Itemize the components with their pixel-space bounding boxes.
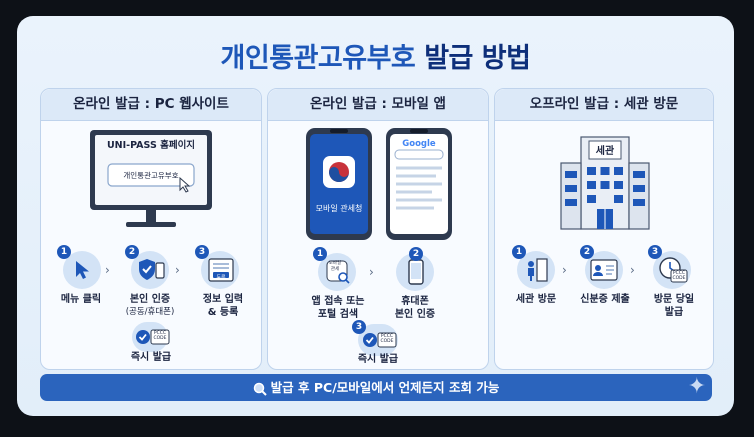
step2-sublabel: (공동/휴대폰) — [125, 307, 175, 317]
step1-label-line1: 앱 접속 또는 — [311, 296, 365, 307]
arrow-right-icon: › — [630, 263, 635, 277]
step1-label: 세관 방문 — [515, 294, 557, 305]
step3-number: 3 — [195, 245, 209, 259]
search-icon — [253, 382, 267, 396]
panel-mobile-heading: 온라인 발급 : 모바일 앱 — [268, 89, 488, 121]
panel-offline-heading: 오프라인 발급 : 세관 방문 — [495, 89, 713, 121]
step2-number: 2 — [409, 247, 423, 261]
shield-phone-icon — [139, 259, 165, 280]
app-icon-line1: 모바일 — [328, 261, 342, 266]
panel-pc-heading: 온라인 발급 : PC 웹사이트 — [41, 89, 261, 121]
building-icon — [560, 136, 650, 230]
step2-number: 2 — [125, 245, 139, 259]
monitor-site-title: UNI-PASS 홈페이지 — [106, 140, 196, 151]
step1-label: 메뉴 클릭 — [60, 294, 102, 305]
pccc-badge-icon — [136, 329, 170, 345]
step3-label-line1: 정보 입력 — [202, 294, 244, 305]
pccc-badge-icon — [363, 332, 397, 348]
code-line2: CODE — [380, 339, 394, 344]
title-suffix: 발급 방법 — [424, 43, 531, 74]
cursor-icon — [76, 261, 89, 279]
form-icon — [208, 258, 234, 282]
step3-label-line2: 발급 — [664, 307, 684, 318]
step2-label: 본인 인증 — [129, 294, 171, 305]
result-label: 즉시 발급 — [357, 354, 399, 365]
panel-offline: 오프라인 발급 : 세관 방문 세관 1 세관 방문 › — [494, 88, 714, 370]
step3-label-line1: 방문 당일 — [653, 294, 695, 305]
step2-label: 신분증 제출 — [580, 294, 630, 305]
phone-app-name: 모바일 관세청 — [315, 204, 363, 213]
panel-pc: 온라인 발급 : PC 웹사이트 UNI-PASS 홈페이지 개인통관고유부호 … — [40, 88, 262, 370]
step2-label-line2: 본인 인증 — [394, 309, 436, 320]
phones-illustration — [306, 128, 452, 240]
bottom-note-bar: 발급 후 PC/모바일에서 언제든지 조회 가능 ✦ — [40, 374, 712, 401]
bottom-note-text: 발급 후 PC/모바일에서 언제든지 조회 가능 — [270, 380, 500, 395]
step2-label-line1: 휴대폰 — [401, 296, 429, 307]
code-line2: CODE — [672, 276, 686, 281]
arrow-right-icon: › — [175, 263, 180, 277]
app-icon-line2: 관세 — [330, 267, 340, 272]
step1-number: 1 — [57, 245, 71, 259]
step1-label-line2: 포털 검색 — [317, 309, 359, 320]
result-label: 즉시 발급 — [130, 352, 172, 363]
clock-code-icon — [659, 257, 688, 283]
code-line1: PCCC — [153, 331, 167, 336]
step3-number: 3 — [352, 320, 366, 334]
arrow-right-icon: › — [562, 263, 567, 277]
app-search-icon — [326, 260, 350, 284]
arrow-right-icon: › — [369, 265, 374, 279]
page-title: 개인통관고유부호 발급 방법 — [17, 36, 734, 75]
arrow-right-icon: › — [105, 263, 110, 277]
monitor-illustration — [90, 130, 212, 227]
mobile-phone-icon — [408, 259, 424, 285]
door-person-icon — [528, 258, 548, 282]
id-card-icon — [590, 259, 618, 281]
step1-number: 1 — [512, 245, 526, 259]
step1-number: 1 — [313, 247, 327, 261]
infographic-card: 개인통관고유부호 발급 방법 온라인 발급 : PC 웹사이트 UNI-PASS… — [17, 16, 734, 416]
code-line1: PCCC — [380, 334, 394, 339]
building-sign: 세관 — [595, 146, 615, 157]
code-line2: CODE — [153, 336, 167, 341]
step2-number: 2 — [580, 245, 594, 259]
title-main: 개인통관고유부호 — [220, 43, 416, 74]
step3-label-line2: & 등록 — [207, 307, 239, 318]
monitor-field-text: 개인통관고유부호 — [123, 171, 179, 180]
code-line1: PCCC — [672, 271, 686, 276]
google-logo-text: Google — [402, 139, 436, 149]
panel-mobile: 온라인 발급 : 모바일 앱 모바일 관세청 Google — [267, 88, 489, 370]
step3-number: 3 — [648, 245, 662, 259]
sparkle-icon: ✦ — [687, 374, 706, 399]
register-badge: 등록 — [216, 275, 226, 281]
